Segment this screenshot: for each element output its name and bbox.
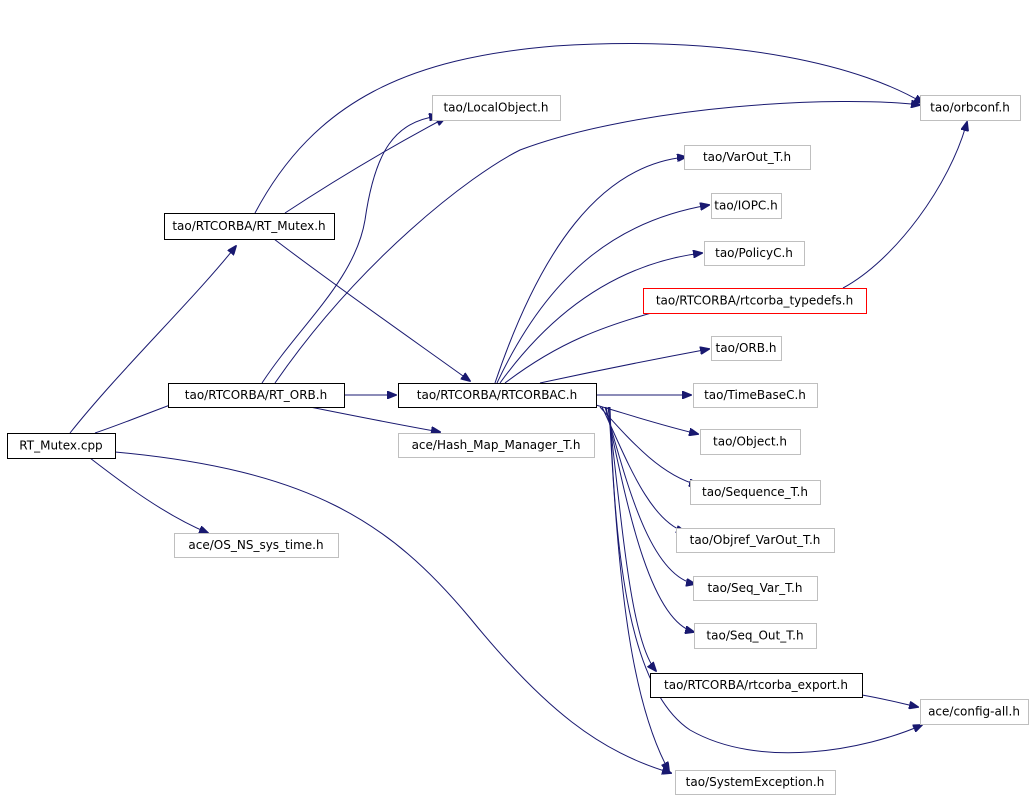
node-label-rt-orb-h: tao/RTCORBA/RT_ORB.h <box>185 388 327 402</box>
node-os-ns-sys-time-h: ace/OS_NS_sys_time.h <box>174 533 339 558</box>
node-hash-map-manager-t-h: ace/Hash_Map_Manager_T.h <box>398 433 595 458</box>
node-sequence-t-h: tao/Sequence_T.h <box>690 480 821 505</box>
node-label-orb-h: tao/ORB.h <box>716 341 777 355</box>
node-timebasec-h: tao/TimeBaseC.h <box>693 383 818 408</box>
node-label-config-all-h: ace/config-all.h <box>928 705 1020 719</box>
edge-rtcorbac-h-to-policyc-h <box>499 253 702 384</box>
node-label-os-ns-sys-time-h: ace/OS_NS_sys_time.h <box>188 538 323 552</box>
node-label-orbconf-h: tao/orbconf.h <box>930 101 1010 115</box>
nodes: RT_Mutex.cpp tao/RTCORBA/RT_Mutex.h tao/… <box>7 95 1029 795</box>
node-seq-out-t-h: tao/Seq_Out_T.h <box>694 623 817 649</box>
node-rtcorba-typedefs-h[interactable]: tao/RTCORBA/rtcorba_typedefs.h <box>643 288 867 314</box>
node-label-rt-mutex-h: tao/RTCORBA/RT_Mutex.h <box>172 219 325 233</box>
node-label-rtcorbac-h: tao/RTCORBA/RTCORBAC.h <box>417 388 577 402</box>
edge-rt-mutex-h-to-orbconf-h <box>254 43 923 214</box>
node-rt-mutex-h[interactable]: tao/RTCORBA/RT_Mutex.h <box>164 213 335 240</box>
edge-rtcorbac-h-to-seq-var-t-h <box>604 406 695 584</box>
edge-rt-orb-h-to-orbconf-h <box>274 101 920 384</box>
node-objref-varout-t-h: tao/Objref_VarOut_T.h <box>676 528 835 553</box>
node-label-object-h: tao/Object.h <box>713 435 787 449</box>
node-label-seq-var-t-h: tao/Seq_Var_T.h <box>708 581 803 595</box>
node-label-iopc-h: tao/IOPC.h <box>714 199 777 213</box>
edge-rtcorbac-h-to-varout-t-h <box>494 157 686 384</box>
node-label-policyc-h: tao/PolicyC.h <box>715 246 793 260</box>
edge-rt-orb-h-to-localobject-h <box>261 116 438 384</box>
edge-rtcorbac-h-to-systemexception-h <box>608 406 669 771</box>
edge-rtcorba-export-h-to-config-all-h <box>861 694 918 707</box>
node-policyc-h: tao/PolicyC.h <box>704 241 805 266</box>
node-label-objref-varout-t-h: tao/Objref_VarOut_T.h <box>690 533 821 547</box>
node-rtcorbac-h[interactable]: tao/RTCORBA/RTCORBAC.h <box>398 383 597 408</box>
edge-rtcorbac-h-to-objref-varout-t-h <box>601 406 685 532</box>
node-systemexception-h: tao/SystemException.h <box>675 770 836 795</box>
node-label-systemexception-h: tao/SystemException.h <box>686 775 825 789</box>
node-label-hash-map-manager-t-h: ace/Hash_Map_Manager_T.h <box>412 438 581 452</box>
edge-rt-mutex-cpp-to-systemexception-h <box>114 451 671 773</box>
node-seq-var-t-h: tao/Seq_Var_T.h <box>693 576 818 601</box>
edge-rtcorbac-h-to-seq-out-t-h <box>605 406 694 632</box>
node-orb-h: tao/ORB.h <box>711 336 782 361</box>
edges <box>69 43 967 773</box>
node-object-h: tao/Object.h <box>700 429 801 455</box>
node-label-timebasec-h: tao/TimeBaseC.h <box>704 388 806 402</box>
edge-rt-orb-h-to-hash-map-manager-t-h <box>309 406 440 432</box>
node-label-rtcorba-typedefs-h: tao/RTCORBA/rtcorba_typedefs.h <box>656 294 853 308</box>
node-varout-t-h: tao/VarOut_T.h <box>684 145 811 170</box>
node-label-rt-mutex-cpp: RT_Mutex.cpp <box>19 439 102 453</box>
edge-rtcorbac-h-to-rtcorba-export-h <box>607 406 656 671</box>
node-label-seq-out-t-h: tao/Seq_Out_T.h <box>706 629 803 643</box>
edge-rt-mutex-h-to-rtcorbac-h <box>273 238 470 381</box>
node-label-sequence-t-h: tao/Sequence_T.h <box>702 485 808 499</box>
node-label-localobject-h: tao/LocalObject.h <box>443 101 548 115</box>
node-label-varout-t-h: tao/VarOut_T.h <box>703 150 791 164</box>
node-config-all-h: ace/config-all.h <box>920 699 1029 725</box>
edge-rt-mutex-cpp-to-rt-mutex-h <box>69 246 236 434</box>
edge-rt-mutex-h-to-localobject-h <box>284 118 445 214</box>
node-rt-mutex-cpp: RT_Mutex.cpp <box>7 433 116 459</box>
node-rtcorba-export-h[interactable]: tao/RTCORBA/rtcorba_export.h <box>650 673 863 698</box>
node-orbconf-h: tao/orbconf.h <box>920 95 1021 121</box>
edge-rtcorbac-h-to-iopc-h <box>496 205 709 384</box>
node-iopc-h: tao/IOPC.h <box>711 193 782 219</box>
edge-rtcorbac-h-to-orb-h <box>539 349 709 384</box>
node-localobject-h: tao/LocalObject.h <box>432 95 561 121</box>
edge-rt-mutex-cpp-to-os-ns-sys-time-h <box>89 457 208 533</box>
node-label-rtcorba-export-h: tao/RTCORBA/rtcorba_export.h <box>664 678 848 692</box>
edge-rtcorba-typedefs-h-to-orbconf-h <box>842 122 967 289</box>
node-rt-orb-h[interactable]: tao/RTCORBA/RT_ORB.h <box>168 383 345 408</box>
